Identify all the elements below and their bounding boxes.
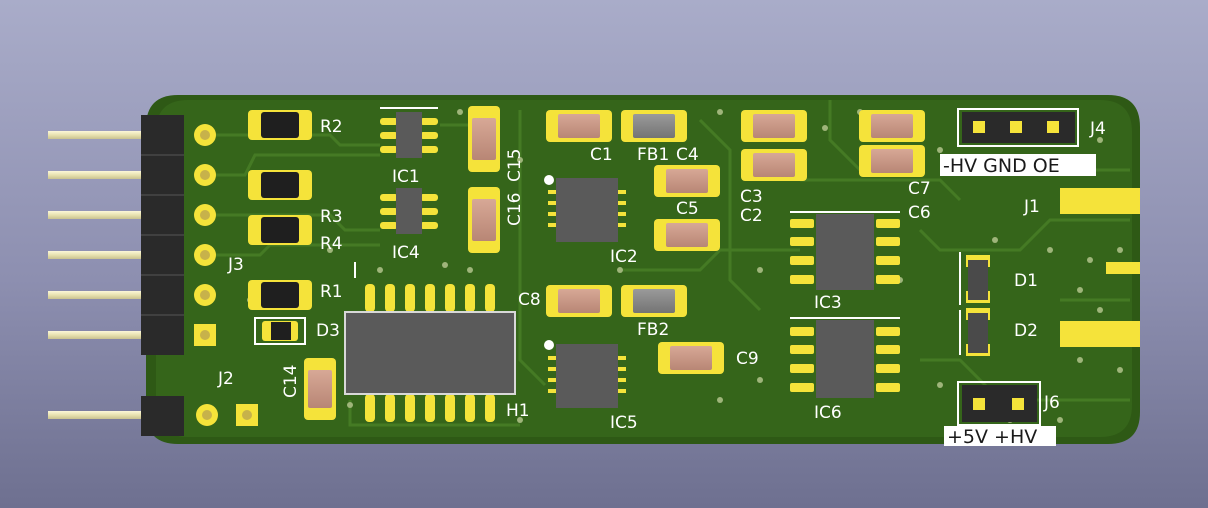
ic-ic5 xyxy=(544,340,626,408)
j6-pin-labels: +5V +HV xyxy=(947,426,1037,448)
ic-ic4 xyxy=(380,188,438,234)
header-j2 xyxy=(48,396,258,436)
capacitor-c1 xyxy=(546,110,612,142)
label-h1: H1 xyxy=(506,401,530,421)
resistor-r1 xyxy=(248,280,312,310)
label-ic3: IC3 xyxy=(814,293,842,313)
label-c9: C9 xyxy=(736,349,759,369)
label-j4: J4 xyxy=(1089,119,1106,139)
capacitor-c16 xyxy=(468,187,500,253)
label-c3: C3 xyxy=(740,187,763,207)
ic-ic3 xyxy=(790,211,900,290)
capacitor-c3 xyxy=(741,110,807,142)
label-c6: C6 xyxy=(908,203,931,223)
label-j6: J6 xyxy=(1043,393,1060,413)
resistor-r4 xyxy=(248,215,312,245)
label-d1: D1 xyxy=(1014,271,1038,291)
header-j4 xyxy=(957,108,1079,147)
capacitor-c2 xyxy=(741,149,807,181)
label-c5: C5 xyxy=(676,199,699,219)
label-d3: D3 xyxy=(316,321,340,341)
label-j1: J1 xyxy=(1023,197,1040,217)
label-c16: C16 xyxy=(505,192,525,226)
ferrite-fb1 xyxy=(621,110,687,142)
j4-pin-label-bg xyxy=(940,154,1096,176)
silkscreen-labels: R2 R3 R4 R1 IC1 IC4 J3 D3 J2 C14 C15 C16… xyxy=(217,117,1106,448)
capacitor-c9 xyxy=(658,342,724,374)
label-ic6: IC6 xyxy=(814,403,842,423)
label-c2: C2 xyxy=(740,206,763,226)
label-r2: R2 xyxy=(320,117,343,137)
connector-j1 xyxy=(1060,188,1140,347)
resistor-r3 xyxy=(248,170,312,200)
ic-ic2 xyxy=(544,175,626,242)
header-j6 xyxy=(957,381,1041,426)
label-r4: R4 xyxy=(320,234,343,254)
j6-pin-label-bg xyxy=(944,426,1056,446)
diode-d2 xyxy=(959,308,990,356)
label-d2: D2 xyxy=(1014,321,1038,341)
diode-d1 xyxy=(959,252,990,305)
ic-ic1 xyxy=(380,107,438,158)
capacitor-c6 xyxy=(859,145,925,177)
label-c7: C7 xyxy=(908,179,931,199)
ic-h1 xyxy=(344,262,516,422)
capacitor-c8 xyxy=(546,285,612,317)
capacitor-c5 xyxy=(654,165,720,197)
j4-pin-labels: -HV GND OE xyxy=(943,155,1060,177)
capacitor-c14 xyxy=(304,358,336,420)
capacitor-c5b xyxy=(654,219,720,251)
label-c4: C4 xyxy=(676,145,699,165)
header-j3 xyxy=(48,115,216,355)
label-j2: J2 xyxy=(217,369,234,389)
label-c8: C8 xyxy=(518,290,541,310)
label-c1: C1 xyxy=(590,145,613,165)
ic-ic6 xyxy=(790,317,900,398)
resistor-r2 xyxy=(248,110,312,140)
label-j3: J3 xyxy=(227,255,244,275)
label-ic4: IC4 xyxy=(392,243,420,263)
label-fb2: FB2 xyxy=(637,320,669,340)
label-c15: C15 xyxy=(505,148,525,182)
diode-d3 xyxy=(254,317,306,345)
label-c14: C14 xyxy=(281,364,301,398)
label-fb1: FB1 xyxy=(637,145,669,165)
capacitor-c15 xyxy=(468,106,500,172)
ferrite-fb2 xyxy=(621,285,687,317)
label-r3: R3 xyxy=(320,207,343,227)
capacitor-c7 xyxy=(859,110,925,142)
label-ic5: IC5 xyxy=(610,413,638,433)
label-r1: R1 xyxy=(320,282,343,302)
label-ic2: IC2 xyxy=(610,247,638,267)
label-ic1: IC1 xyxy=(392,167,420,187)
